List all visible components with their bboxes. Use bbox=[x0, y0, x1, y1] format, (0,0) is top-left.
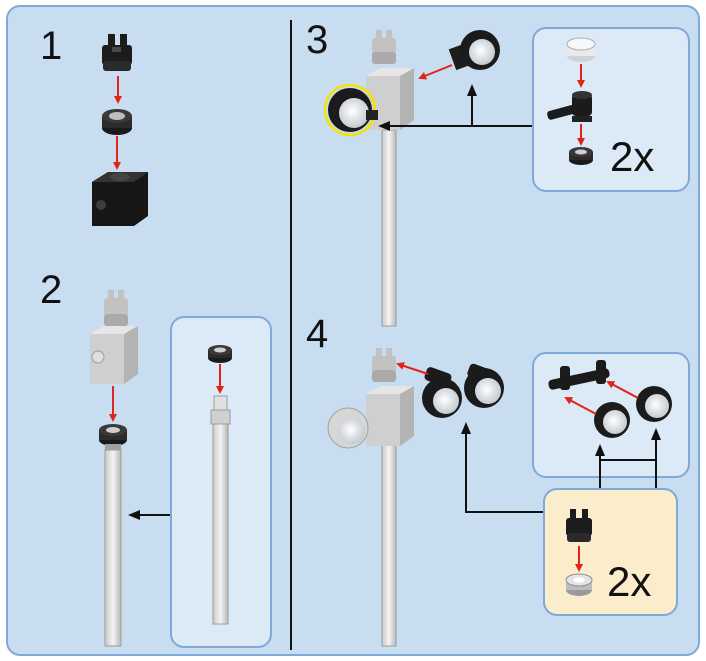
step2-gray-brick-assembly bbox=[90, 290, 138, 384]
step-number-3: 3 bbox=[306, 20, 328, 60]
step3-red-arrow bbox=[420, 65, 452, 78]
step-number-2: 2 bbox=[40, 270, 62, 310]
step1-clip-piece bbox=[102, 34, 132, 71]
step4-sub-black-arrows bbox=[600, 430, 656, 488]
step1-black-brick bbox=[92, 172, 148, 226]
step4-sub-holder bbox=[548, 360, 611, 390]
step4-rod bbox=[382, 440, 396, 646]
step2-rod-assembly bbox=[99, 424, 127, 646]
step4-red-arrow bbox=[398, 364, 428, 374]
step2-sub-plate bbox=[208, 345, 232, 363]
step3-rod bbox=[382, 130, 396, 326]
step4-gray-brick bbox=[366, 348, 414, 446]
step-number-4: 4 bbox=[306, 314, 328, 354]
step4-highlight-plate bbox=[566, 574, 592, 596]
step4-lamp-left bbox=[328, 408, 368, 448]
step4-sub-red-arrow-2 bbox=[608, 382, 638, 398]
step4-highlight-clip bbox=[566, 509, 592, 542]
step3-sub-lens bbox=[567, 38, 595, 62]
step3-sub-plate bbox=[569, 147, 593, 165]
step4-black-arrow bbox=[466, 424, 543, 512]
step4-sub-red-arrow-1 bbox=[566, 398, 596, 414]
step4-multiplier: 2x bbox=[607, 561, 651, 603]
step1-round-plate bbox=[102, 109, 132, 135]
step3-multiplier: 2x bbox=[610, 136, 654, 178]
step3-lamp-right bbox=[449, 30, 500, 70]
step4-sub-lamps bbox=[594, 386, 672, 438]
step4-lamp-pair bbox=[422, 363, 504, 418]
step-number-1: 1 bbox=[40, 26, 62, 66]
step3-sub-holder bbox=[546, 91, 592, 122]
step2-sub-rod bbox=[211, 396, 230, 624]
